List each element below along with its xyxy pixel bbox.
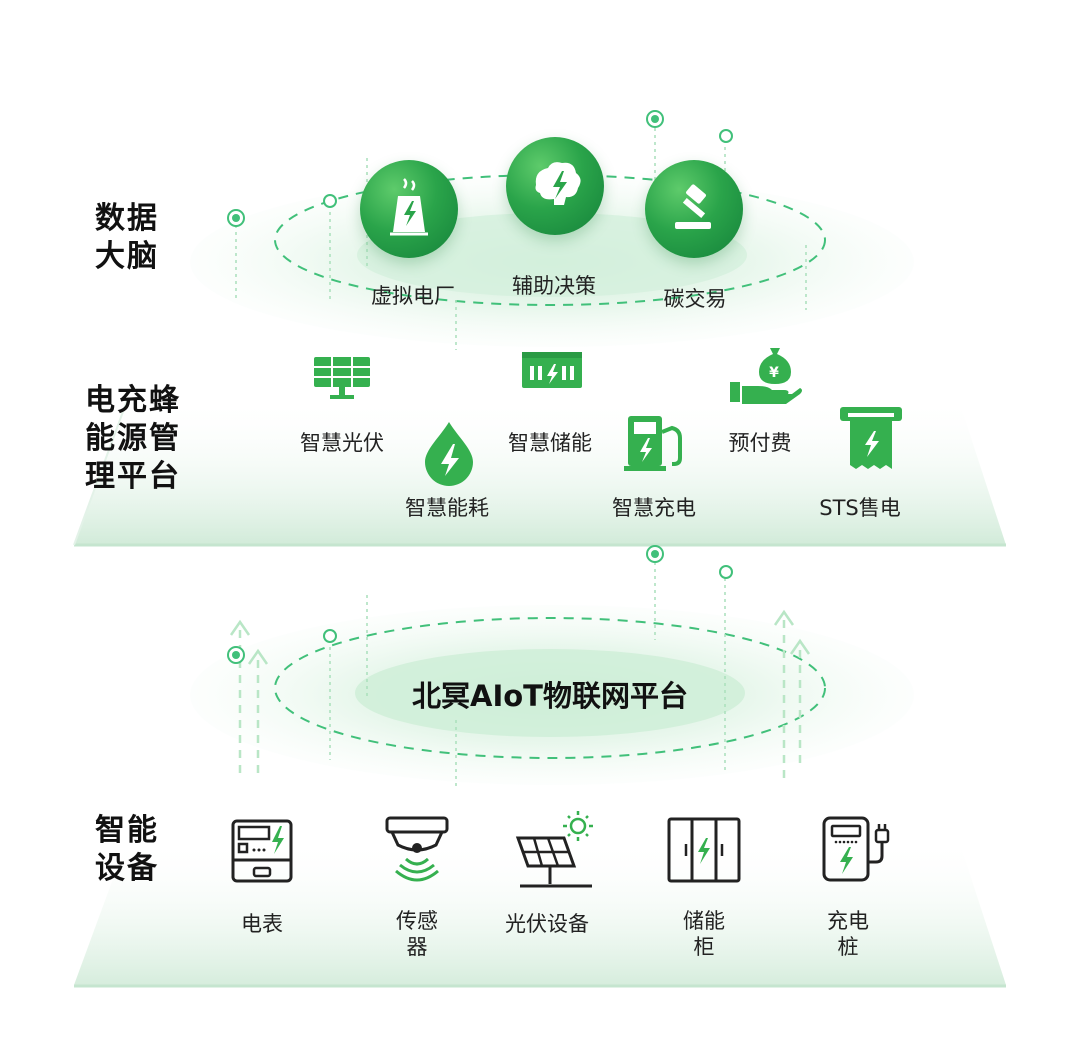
brain-dashed-orbit: [274, 174, 826, 306]
brain-title-line-1: 数据: [95, 201, 159, 236]
device-item-sensor: 传感 器: [396, 909, 438, 959]
sts-receipt-icon: [840, 407, 902, 469]
device-item-pv: 光伏设备: [505, 912, 589, 936]
charging-pump-icon: [624, 416, 682, 471]
charging-pile-icon: [822, 816, 890, 882]
marker-dot: [646, 110, 664, 128]
devices-layer-title: 智能 设备: [95, 812, 159, 888]
platform-title-line-3: 理平台: [85, 459, 181, 494]
svg-text:¥: ¥: [769, 365, 779, 381]
devices-title-line-1: 智能: [95, 813, 159, 848]
marker-dot: [719, 129, 733, 143]
platform-item-smart-energy: 智慧能耗: [405, 496, 489, 520]
iot-platform-label: 北冥AIoT物联网平台: [412, 679, 688, 713]
upward-arrows: [229, 609, 811, 780]
brain-item-virtual-power-plant: 虚拟电厂: [371, 284, 455, 308]
platform-item-sts: STS售电: [819, 496, 901, 520]
iot-dashed-orbit: [274, 617, 826, 759]
brain-item-decision-support: 辅助决策: [512, 274, 596, 298]
iot-inner-ellipse: [355, 649, 745, 737]
storage-cabinet-icon: [667, 817, 741, 883]
platform-title-line-2: 能源管: [85, 421, 181, 456]
platform-item-smart-charging: 智慧充电: [612, 496, 696, 520]
gavel-icon: [645, 160, 743, 258]
device-item-storage: 储能 柜: [683, 909, 725, 959]
platform-title-line-1: 电充蜂: [85, 383, 181, 418]
sensor-icon: [385, 816, 449, 882]
platform-layer-title: 电充蜂 能源管 理平台: [85, 382, 181, 496]
platform-slab: [74, 398, 1006, 545]
marker-dot: [323, 629, 337, 643]
platform-item-prepayment: 预付费: [728, 431, 792, 455]
marker-dot: [227, 646, 245, 664]
devices-slab: [74, 838, 1006, 985]
solar-device-icon: [515, 811, 593, 888]
solar-panel-icon: [314, 357, 370, 399]
battery-storage-icon: [522, 352, 582, 388]
platform-item-smart-pv: 智慧光伏: [300, 431, 384, 455]
brain-inner-ellipse: [357, 213, 747, 297]
marker-dot: [719, 565, 733, 579]
energy-drop-icon: [425, 422, 473, 486]
device-item-charging-pile: 充电 桩: [827, 909, 869, 959]
brain-bolt-icon: [506, 137, 604, 235]
marker-dot: [227, 209, 245, 227]
brain-title-line-2: 大脑: [95, 239, 159, 274]
platform-item-smart-storage: 智慧储能: [508, 431, 592, 455]
electric-meter-icon: [231, 819, 293, 883]
marker-dot: [646, 545, 664, 563]
brain-item-carbon-trading: 碳交易: [663, 287, 727, 311]
devices-title-line-2: 设备: [95, 851, 159, 886]
money-hand-icon: ¥: [730, 348, 802, 404]
device-item-meter: 电表: [241, 912, 283, 936]
brain-layer-title: 数据 大脑: [95, 200, 159, 276]
marker-dot: [323, 194, 337, 208]
power-plant-icon: [360, 160, 458, 258]
